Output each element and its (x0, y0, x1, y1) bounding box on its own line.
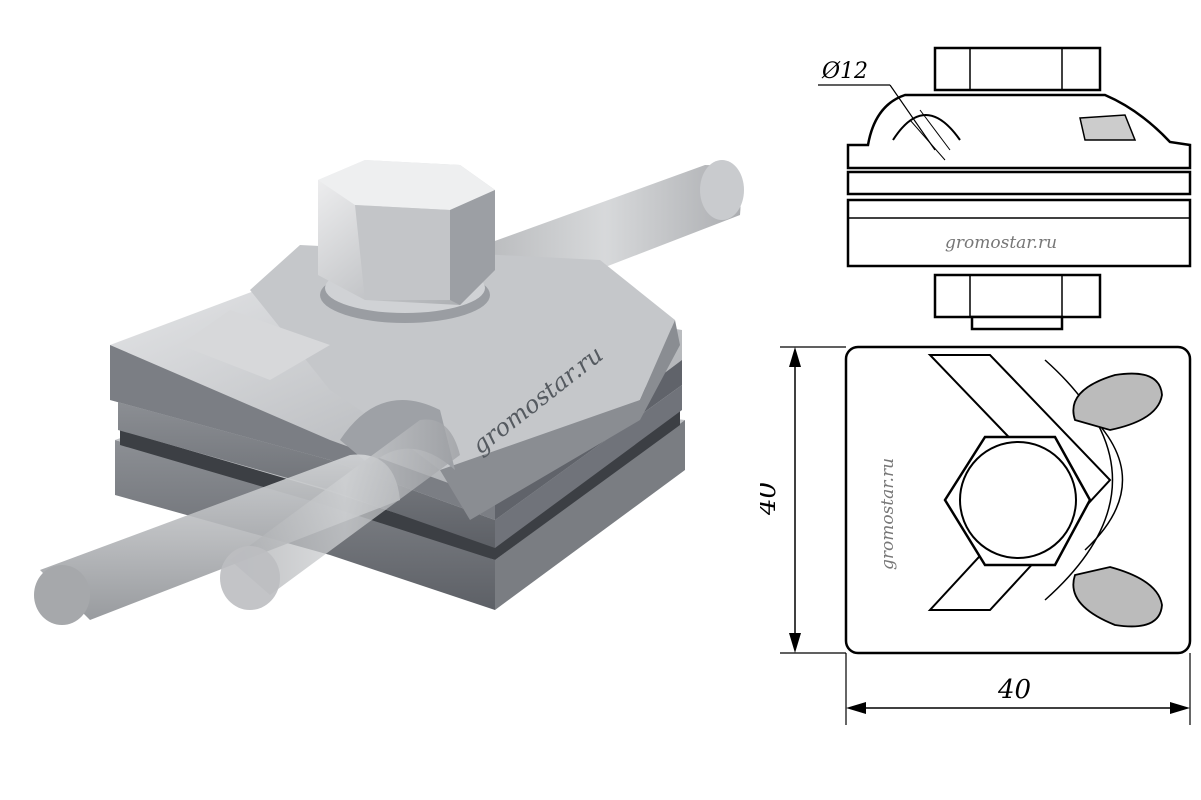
top-view-nub-upper (1072, 372, 1163, 431)
rod-front (34, 419, 460, 625)
clamp-photo: gromostar.ru (34, 160, 744, 625)
top-view-nub-lower (1072, 566, 1163, 628)
side-view-top-nut (933, 46, 1102, 92)
technical-drawing: Ø12 gromostar.ru gromostar.ru 40 40 (760, 46, 1192, 725)
height-dimension-label: 40 (760, 482, 782, 516)
side-view-watermark: gromostar.ru (945, 233, 1057, 253)
hex-bolt (318, 160, 495, 323)
width-dimension-label: 40 (997, 675, 1031, 705)
top-view-hex-nut (943, 435, 1092, 567)
side-view-lower-plate (846, 198, 1192, 268)
diameter-label: Ø12 (821, 59, 868, 84)
side-view-clamp-body (846, 93, 1192, 170)
top-view-watermark: gromostar.ru (878, 458, 898, 570)
side-view-bottom-nut (933, 273, 1102, 319)
